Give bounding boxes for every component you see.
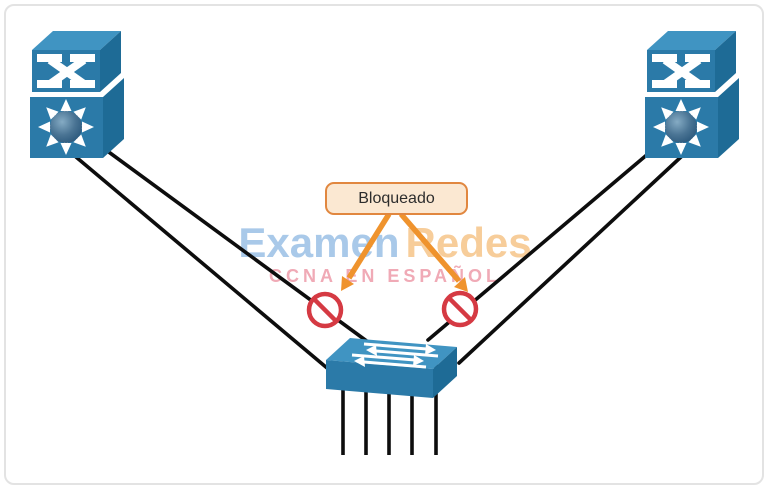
link-right-forwarding xyxy=(457,154,684,365)
switch-arrows xyxy=(351,342,439,369)
callout-arrow-right xyxy=(398,212,468,292)
blocked-port-icon-left xyxy=(306,291,344,329)
callout-arrows xyxy=(341,212,468,292)
blocked-port-icon-right xyxy=(441,290,479,328)
device-side-face xyxy=(433,347,457,398)
callout-arrow-left xyxy=(341,212,392,291)
blocked-callout: Bloqueado xyxy=(325,182,468,215)
multilayer-switch-left xyxy=(30,31,124,158)
no-sign-slash xyxy=(447,296,473,322)
workgroup-switch-icon xyxy=(326,338,457,398)
no-sign-slash xyxy=(312,297,338,323)
watermark-subtitle: CCNA EN ESPAÑOL xyxy=(268,266,501,286)
trunk-links xyxy=(74,148,684,375)
link-left-forwarding xyxy=(74,155,335,375)
multilayer-switch-right xyxy=(645,31,739,158)
device-front-face xyxy=(326,360,433,398)
